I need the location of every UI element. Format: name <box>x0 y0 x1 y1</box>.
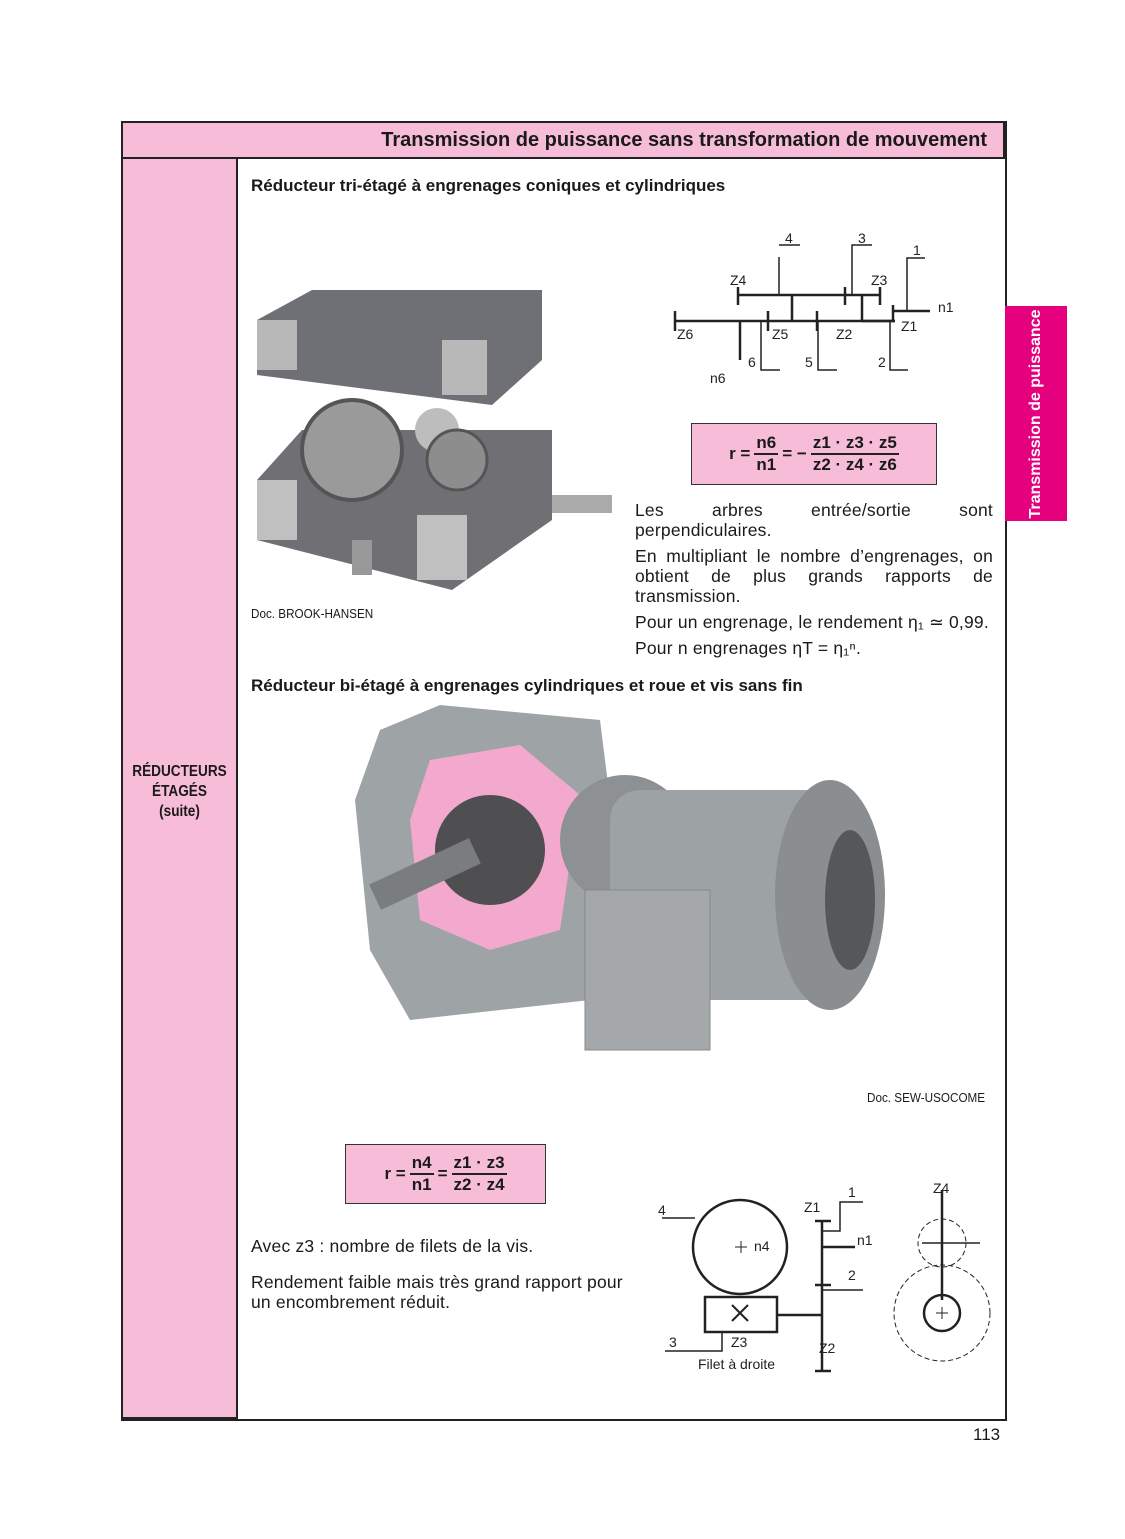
side-tab[interactable]: Transmission de puissance <box>1005 306 1067 521</box>
formula-numerator: z1 · z3 · z5 <box>810 433 899 455</box>
formula-operator: = − <box>782 444 807 463</box>
diagram-label: Z3 <box>731 1334 748 1350</box>
page-header: Transmission de puissance sans transform… <box>121 121 1005 159</box>
formula-denominator: n1 <box>411 1175 432 1194</box>
diagram-label: Z3 <box>871 272 888 288</box>
diagram-label: 2 <box>848 1267 856 1283</box>
diagram-label: n6 <box>710 370 726 386</box>
diagram-label: n1 <box>938 299 954 315</box>
photo-credit: Doc. BROOK-HANSEN <box>251 606 374 621</box>
diagram-label: Z5 <box>772 326 789 342</box>
diagram-label: 2 <box>878 354 886 370</box>
formula-numerator: n6 <box>754 433 779 455</box>
left-column <box>121 159 238 1419</box>
section-label-line: ÉTAGÉS <box>152 783 207 800</box>
formula-lhs: r = <box>729 444 751 463</box>
diagram-label: 4 <box>785 230 793 246</box>
formula-lhs: r = <box>384 1164 406 1183</box>
side-tab-label: Transmission de puissance <box>1027 309 1044 518</box>
diagram-label: Z4 <box>730 272 747 288</box>
diagram-label: Z6 <box>677 326 694 342</box>
page-number: 113 <box>973 1425 1001 1444</box>
diagram-label: n4 <box>754 1238 770 1254</box>
section1-title: Réducteur tri-étagé à engrenages conique… <box>251 176 726 195</box>
header-title: Transmission de puissance sans transform… <box>381 129 987 151</box>
diagram-label: 4 <box>658 1202 666 1218</box>
section-label-line: RÉDUCTEURS <box>132 763 227 780</box>
formula-denominator: z2 · z4 · z6 <box>812 455 897 474</box>
formula-operator: = <box>437 1164 448 1183</box>
diagram-label: 3 <box>858 230 866 246</box>
gearbox-photo <box>257 290 612 590</box>
paragraph: Pour un engrenage, le rendement η₁ ≃ 0,9… <box>635 612 989 632</box>
diagram-label: 1 <box>913 242 921 258</box>
gearmotor-photo <box>355 705 885 1051</box>
worm-gear-kinematic-diagram: 4 n4 Z1 1 n1 2 3 Z3 Z2 Filet à droite Z4 <box>658 1180 991 1373</box>
formula-denominator: n1 <box>756 455 777 474</box>
section2-text: Avec z3 : nombre de filets de la vis. Re… <box>251 1236 641 1312</box>
diagram-label: 1 <box>848 1184 856 1200</box>
photo-credit: Doc. SEW-USOCOME <box>867 1090 986 1105</box>
diagram-label: n1 <box>857 1232 873 1248</box>
diagram-label: Filet à droite <box>698 1356 775 1372</box>
diagram-label: Z1 <box>901 318 918 334</box>
diagram-label: Z2 <box>836 326 853 342</box>
paragraph: En multipliant le nombre d’engrenages, o… <box>635 546 993 606</box>
three-stage-kinematic-diagram: 4 3 1 Z4 Z3 n1 Z6 Z5 Z2 Z1 6 5 2 n6 <box>673 230 954 386</box>
diagram-label: 5 <box>805 354 813 370</box>
paragraph: Pour n engrenages ηT = η₁ⁿ. <box>635 638 862 658</box>
section2-title: Réducteur bi-étagé à engrenages cylindri… <box>251 676 803 695</box>
formula-numerator: z1 · z3 <box>451 1153 507 1175</box>
paragraph: Avec z3 : nombre de filets de la vis. <box>251 1236 534 1256</box>
section-label-line: (suite) <box>159 803 200 820</box>
diagram-label: 3 <box>669 1334 677 1350</box>
diagram-label: 6 <box>748 354 756 370</box>
paragraph: Rendement faible mais très grand rapport… <box>251 1272 623 1312</box>
diagram-label: Z4 <box>933 1180 950 1196</box>
diagram-label: Z2 <box>819 1340 836 1356</box>
section-label: RÉDUCTEURS ÉTAGÉS (suite) <box>130 762 229 822</box>
formula-denominator: z2 · z4 <box>453 1175 505 1194</box>
paragraph: Les arbres entrée/sortie sont perpendicu… <box>635 500 993 540</box>
diagram-label: Z1 <box>804 1199 821 1215</box>
section1-text: Les arbres entrée/sortie sont perpendicu… <box>635 500 993 658</box>
formula-numerator: n4 <box>409 1153 434 1175</box>
